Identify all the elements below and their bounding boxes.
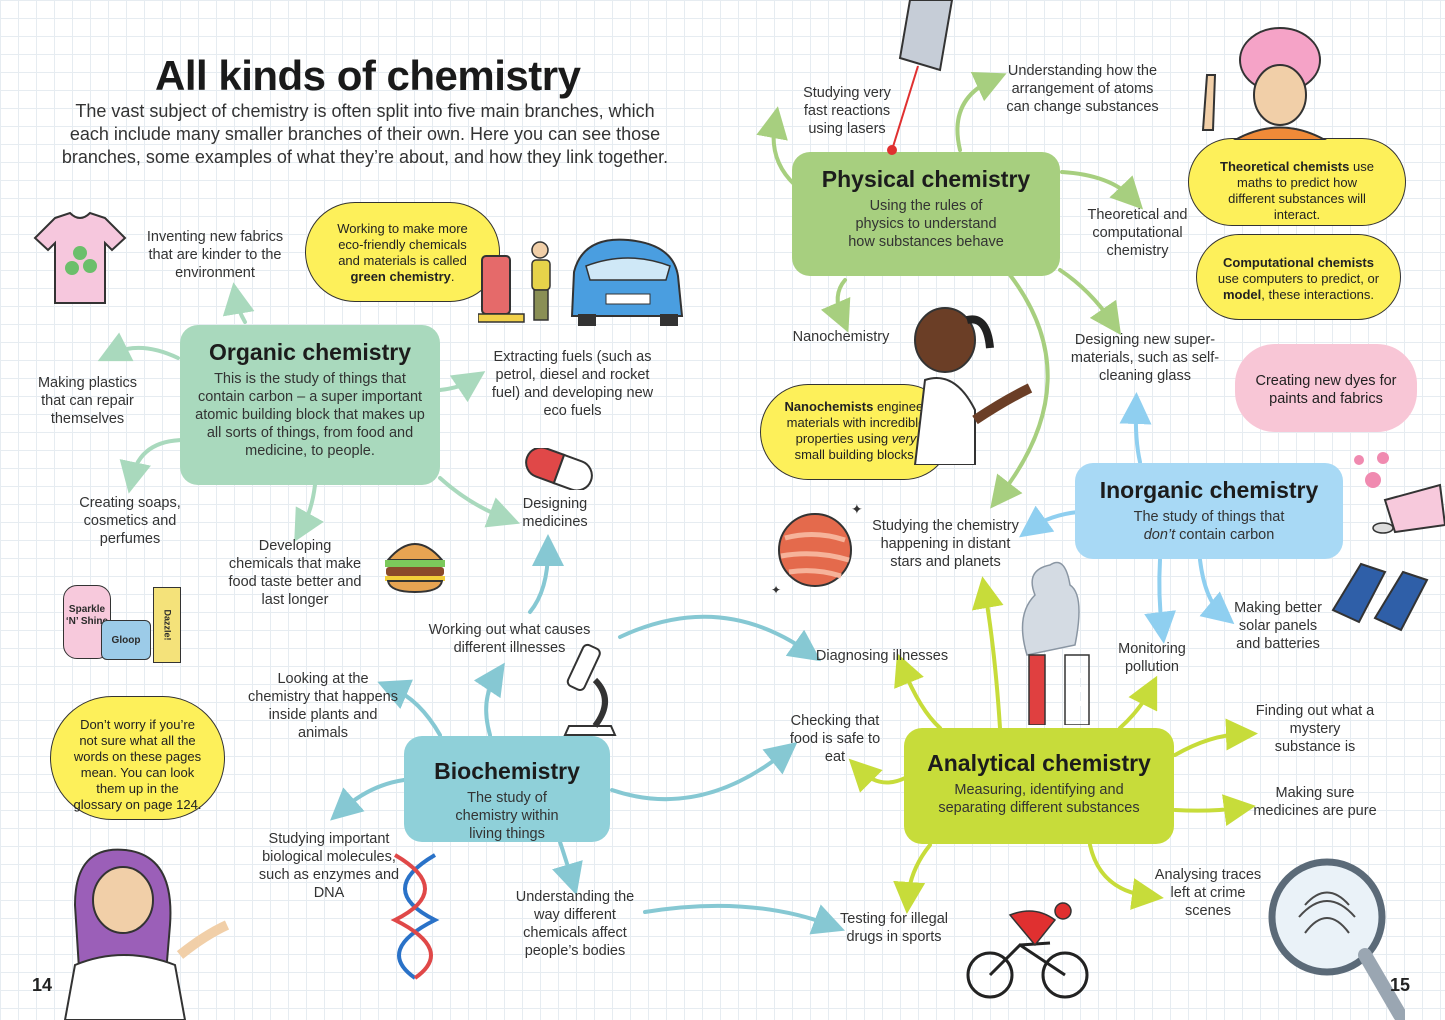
laser-device-illustration — [887, 0, 954, 155]
branch-inorganic: Inorganic chemistry The study of things … — [1075, 463, 1343, 559]
sparkle-bottle-label: Sparkle ‘N’ Shine — [65, 604, 109, 627]
tshirt-illustration — [33, 211, 127, 304]
page-number-right: 15 — [1390, 975, 1411, 995]
svg-text:✦: ✦ — [771, 583, 781, 597]
bubble-theoretical: Theoretical chemists use maths to predic… — [1188, 138, 1406, 226]
dazzle-tube-label: Dazzle! — [162, 609, 173, 641]
bubble-dyes: Creating new dyes for paints and fabrics — [1235, 344, 1417, 432]
bubble-green-chemistry: Working to make more eco-friendly chemic… — [305, 202, 500, 302]
label-atoms: Understanding how the arrangement of ato… — [1006, 63, 1159, 115]
svg-text:✦: ✦ — [851, 501, 863, 517]
label-fuels: Extracting fuels (such as petrol, diesel… — [491, 349, 654, 419]
branch-biochemistry-title: Biochemistry — [434, 758, 580, 784]
label-diagnosing: Diagnosing illnesses — [815, 648, 949, 664]
branch-inorganic-title: Inorganic chemistry — [1099, 477, 1319, 503]
bubble-green-pre: Working to make more eco-friendly chemic… — [337, 221, 468, 268]
burger-illustration — [385, 543, 445, 594]
branch-analytical: Analytical chemistry Measuring, identify… — [904, 728, 1174, 844]
label-bodies: Understanding the way different chemical… — [515, 889, 635, 959]
pill-illustration — [525, 448, 593, 490]
scientist-hijab-illustration — [63, 848, 230, 1020]
bubble-theoretical-rest: use maths to predict how different subst… — [1228, 159, 1374, 222]
label-theoretical: Theoretical and computational chemistry — [1087, 207, 1188, 259]
bubble-glossary: Don’t worry if you’re not sure what all … — [50, 696, 225, 820]
label-plants: Looking at the chemistry that happens in… — [248, 671, 398, 741]
branch-biochemistry: Biochemistry The study of chemistry with… — [404, 736, 610, 842]
branch-physical-desc: Using the rules of physics to understand… — [848, 198, 1004, 250]
label-pollution: Monitoring pollution — [1118, 641, 1186, 675]
dna-illustration — [390, 853, 440, 980]
bubble-green-post: . — [450, 269, 455, 284]
bubble-nano-bold: Nanochemists — [784, 399, 874, 414]
branch-physical: Physical chemistry Using the rules of ph… — [792, 152, 1060, 276]
bubble-computational-rest: , these interactions. — [1261, 287, 1375, 302]
branch-organic-desc: This is the study of things that contain… — [195, 371, 425, 459]
bubble-nano-em: very — [891, 431, 917, 446]
factory-illustration — [1021, 561, 1090, 725]
branch-inorganic-desc-em: don’t — [1143, 527, 1176, 543]
label-flavours: Developing chemicals that make food tast… — [228, 538, 362, 608]
petrol-pump-illustration — [478, 238, 684, 326]
page-number-left: 14 — [32, 975, 53, 995]
dazzle-tube: Dazzle! — [153, 587, 181, 663]
bubble-nano-mid: engineer materials with incredible prope… — [786, 399, 928, 446]
bubble-green-bold: green chemistry — [350, 269, 451, 284]
nanochemist-illustration — [913, 307, 1033, 465]
branch-analytical-title: Analytical chemistry — [927, 750, 1151, 776]
bubble-computational-bold: Computational chemists — [1223, 255, 1374, 270]
scientist-illustration — [1201, 27, 1328, 140]
gloop-jar-label: Gloop — [111, 635, 141, 646]
label-molecules: Studying important biological molecules,… — [258, 831, 400, 901]
branch-inorganic-desc: The study of things that don’t contain c… — [1087, 508, 1331, 544]
label-food-safe: Checking that food is safe to eat — [789, 713, 881, 765]
label-mystery: Finding out what a mystery substance is — [1255, 703, 1375, 755]
branch-organic: Organic chemistry This is the study of t… — [180, 325, 440, 485]
gloop-jar: Gloop — [101, 620, 151, 660]
solar-panels-illustration — [1331, 562, 1429, 632]
branch-analytical-desc: Measuring, identifying and separating di… — [938, 782, 1140, 816]
label-stars: Studying the chemistry happening in dist… — [872, 518, 1019, 570]
label-crime: Analysing traces left at crime scenes — [1154, 867, 1262, 919]
label-solar: Making better solar panels and batteries — [1234, 600, 1322, 652]
bubble-nano-rest: small building blocks. — [794, 447, 918, 462]
branch-physical-title: Physical chemistry — [821, 166, 1031, 192]
bubble-computational-mid: use computers to predict, or — [1217, 271, 1380, 286]
cosmetics-illustration: Sparkle ‘N’ Shine Gloop Dazzle! — [55, 565, 190, 665]
bubble-glossary-text: Don’t worry if you’re not sure what all … — [73, 717, 202, 812]
label-pure: Making sure medicines are pure — [1253, 785, 1377, 819]
label-drugs: Testing for illegal drugs in sports — [840, 911, 948, 945]
planet-illustration: ✦✦ — [771, 501, 863, 597]
microscope-illustration — [563, 643, 617, 736]
magnifier-illustration — [1268, 858, 1405, 1020]
dye-tube-illustration — [1354, 452, 1445, 534]
label-soaps: Creating soaps, cosmetics and perfumes — [79, 495, 181, 547]
label-supermaterials: Designing new super-materials, such as s… — [1070, 332, 1220, 384]
label-medicines: Designing medicines — [522, 496, 588, 530]
intro-text: The vast subject of chemistry is often s… — [61, 101, 669, 167]
bubble-theoretical-bold: Theoretical chemists — [1220, 159, 1350, 174]
page-title: All kinds of chemistry — [155, 52, 581, 99]
bubble-computational-bold2: model — [1222, 287, 1262, 302]
bubble-computational: Computational chemists use computers to … — [1196, 234, 1401, 320]
branch-inorganic-desc-pre: The study of things that — [1133, 509, 1285, 525]
branch-biochemistry-desc: The study of chemistry within living thi… — [455, 790, 559, 842]
label-nano: Nanochemistry — [792, 329, 890, 345]
bubble-dyes-text: Creating new dyes for paints and fabrics — [1255, 373, 1397, 407]
label-lasers: Studying very fast reactions using laser… — [803, 85, 891, 137]
label-fabrics: Inventing new fabrics that are kinder to… — [146, 229, 284, 281]
label-plastics: Making plastics that can repair themselv… — [37, 375, 138, 427]
branch-organic-title: Organic chemistry — [209, 339, 411, 365]
cyclist-illustration — [966, 902, 1089, 999]
label-illnesses-cause: Working out what causes different illnes… — [428, 622, 591, 656]
branch-inorganic-desc-post: contain carbon — [1179, 527, 1275, 543]
